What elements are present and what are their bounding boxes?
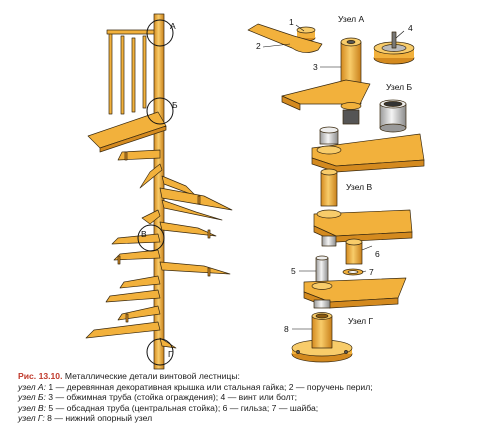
tread-node-b xyxy=(281,79,371,105)
baluster-stubs xyxy=(117,151,211,323)
exploded-details xyxy=(247,23,425,363)
callout-g-letter: Г xyxy=(168,349,173,359)
callout-g: Г xyxy=(146,338,174,366)
caption-node-g: узел Г: xyxy=(18,413,45,424)
caption-line-1: Рис. 13.10. Металлические детали винтово… xyxy=(18,371,474,382)
node-label-b: Узел Б xyxy=(386,82,412,92)
assembled-staircase xyxy=(85,13,233,370)
part-number-5: 5 xyxy=(291,266,296,276)
treads xyxy=(85,149,233,349)
part-4-bolt xyxy=(373,31,415,65)
caption-title: Металлические детали винтовой лестницы: xyxy=(62,371,240,381)
caption-line-2: узел А: 1 — деревянная декоративная крыш… xyxy=(18,382,474,393)
part-number-3: 3 xyxy=(313,62,318,72)
leader-lines xyxy=(262,24,405,330)
caption-node-v: узел В: xyxy=(18,402,47,413)
part-number-1: 1 xyxy=(289,17,294,27)
node-label-g: Узел Г xyxy=(348,316,373,326)
callout-a: А xyxy=(146,19,176,47)
part-number-8: 8 xyxy=(284,324,289,334)
part-number-4: 4 xyxy=(408,23,413,33)
callout-b: Б xyxy=(146,97,178,125)
node-label-a: Узел А xyxy=(338,14,364,24)
part-8-bottom-support xyxy=(291,312,353,363)
spiral-staircase-diagram: А Б В Г xyxy=(85,13,425,370)
callout-v: В xyxy=(137,224,165,252)
part-number-2: 2 xyxy=(256,41,261,51)
part-number-6: 6 xyxy=(375,249,380,259)
part-number-7: 7 xyxy=(369,267,374,277)
caption-node-b: узел Б: xyxy=(18,392,46,403)
caption-node-v-text: 5 — обсадная труба (центральная стойка);… xyxy=(46,402,319,413)
callout-a-letter: А xyxy=(170,21,176,31)
part-5-casing-tube xyxy=(315,255,329,289)
caption-line-3: узел Б: 3 — обжимная труба (стойка ограж… xyxy=(18,392,474,403)
figure-caption: Рис. 13.10. Металлические детали винтово… xyxy=(18,371,474,424)
node-label-v: Узел В xyxy=(346,182,372,192)
caption-line-4: узел В: 5 — обсадная труба (центральная … xyxy=(18,403,474,414)
caption-line-5: узел Г: 8 — нижний опорный узел xyxy=(18,413,474,424)
caption-figure-number: Рис. 13.10. xyxy=(18,371,63,381)
callout-b-letter: Б xyxy=(172,100,178,110)
top-railing xyxy=(106,29,160,115)
caption-node-a-text: 1 — деревянная декоративная крышка или с… xyxy=(46,381,373,392)
caption-node-a: узел А: xyxy=(18,381,47,392)
part-6-sleeve xyxy=(345,238,363,265)
caption-node-g-text: 8 — нижний опорный узел xyxy=(44,413,153,424)
caption-node-b-text: 3 — обжимная труба (стойка ограждения); … xyxy=(45,392,297,403)
callout-v-letter: В xyxy=(141,229,147,239)
part-1-cap xyxy=(296,26,316,42)
part-2-handrail xyxy=(247,23,323,53)
node-b-sleeve xyxy=(379,99,407,133)
part-numbers: 1 2 3 4 5 6 7 8 xyxy=(256,17,413,334)
